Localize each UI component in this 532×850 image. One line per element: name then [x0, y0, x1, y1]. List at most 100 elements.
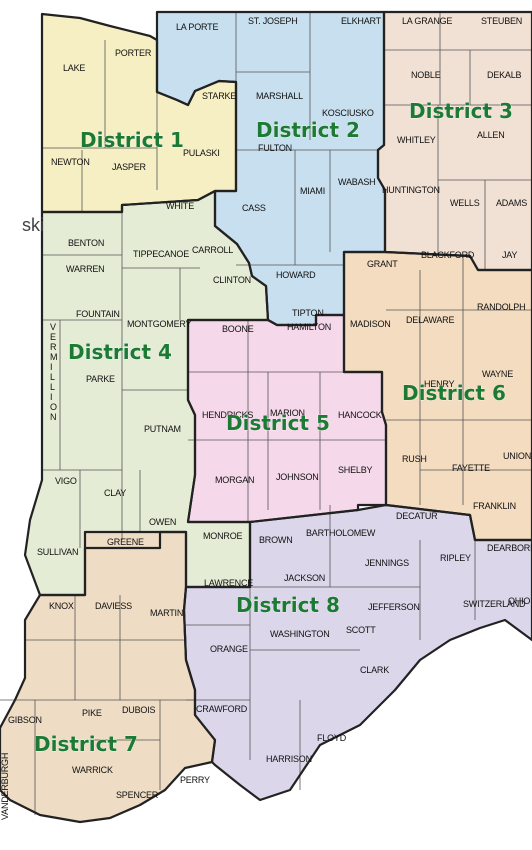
- county-label: ADAMS: [496, 198, 527, 208]
- district-2-label: District 2: [256, 118, 360, 142]
- county-label: WASHINGTON: [270, 629, 330, 639]
- district-4-region[interactable]: [25, 191, 268, 595]
- district-4-label: District 4: [68, 340, 172, 364]
- county-label: WAYNE: [482, 369, 513, 379]
- county-label: PERRY: [180, 775, 210, 785]
- district-1-label: District 1: [80, 128, 184, 152]
- county-label: JOHNSON: [276, 472, 319, 482]
- county-label: FRANKLIN: [473, 501, 516, 511]
- district-1-region[interactable]: [42, 14, 236, 212]
- district-8-label: District 8: [236, 593, 340, 617]
- county-label: FOUNTAIN: [76, 309, 120, 319]
- county-label: WHITLEY: [397, 135, 436, 145]
- county-label: HANCOCK: [338, 410, 382, 420]
- county-lines: [0, 12, 532, 815]
- county-label: LAKE: [63, 63, 85, 73]
- county-label: WARRICK: [72, 765, 113, 775]
- county-label: PIKE: [82, 708, 102, 718]
- county-label: VIGO: [55, 476, 77, 486]
- county-label: HENDRICKS: [202, 410, 253, 420]
- county-label: BROWN: [259, 535, 293, 545]
- district-labels: District 1 District 2 District 3 Distric…: [34, 99, 514, 757]
- county-label: LA GRANGE: [402, 16, 452, 26]
- county-label: SHELBY: [338, 465, 373, 475]
- county-labels: LA PORTE ST. JOSEPH ELKHART LA GRANGE ST…: [0, 16, 532, 820]
- county-label: OWEN: [149, 517, 176, 527]
- district-6-label: District 6: [402, 381, 506, 405]
- county-label: WARREN: [66, 264, 104, 274]
- district-8-region[interactable]: [184, 505, 532, 800]
- county-label: BOONE: [222, 324, 254, 334]
- county-label: BENTON: [68, 238, 104, 248]
- county-label: LA PORTE: [176, 22, 218, 32]
- county-label: ALLEN: [477, 130, 505, 140]
- county-label: CASS: [242, 203, 266, 213]
- county-label: NEWTON: [51, 157, 90, 167]
- county-label: OHIO: [508, 596, 530, 606]
- county-label: CLINTON: [213, 275, 251, 285]
- county-label: SWITZERLAND: [463, 599, 526, 609]
- county-label: BLACKFORD: [421, 250, 475, 260]
- county-label: SCOTT: [346, 625, 376, 635]
- county-label: TIPTON: [292, 308, 324, 318]
- county-label: JASPER: [112, 162, 147, 172]
- district-7-region[interactable]: [0, 532, 215, 822]
- county-label: PORTER: [115, 48, 152, 58]
- county-label: JEFFERSON: [368, 602, 420, 612]
- district-5-label: District 5: [226, 411, 330, 435]
- county-label: HAMILTON: [287, 322, 331, 332]
- county-label: MIAMI: [300, 186, 325, 196]
- county-label: DELAWARE: [406, 315, 454, 325]
- county-label: STARKE: [202, 91, 236, 101]
- county-label: CLAY: [104, 488, 126, 498]
- county-label: FULTON: [258, 143, 292, 153]
- county-label: DAVIESS: [95, 601, 132, 611]
- county-label: DUBOIS: [122, 705, 156, 715]
- county-label: FLOYD: [317, 733, 347, 743]
- county-label: LAWRENCE: [204, 578, 253, 588]
- county-label: KOSCIUSKO: [322, 108, 374, 118]
- county-label: SULLIVAN: [37, 547, 78, 557]
- district-2-region[interactable]: [157, 12, 385, 325]
- district-3-label: District 3: [409, 99, 513, 123]
- county-label: WELLS: [450, 198, 480, 208]
- county-label: FAYETTE: [452, 463, 490, 473]
- county-label: GIBSON: [8, 715, 42, 725]
- county-label: TIPPECANOE: [133, 249, 189, 259]
- county-label: WHITE: [166, 201, 194, 211]
- county-label: UNION: [503, 451, 531, 461]
- county-label: JACKSON: [284, 573, 325, 583]
- county-label: SPENCER: [116, 790, 159, 800]
- county-label: CARROLL: [192, 245, 233, 255]
- county-label: NOBLE: [411, 70, 441, 80]
- county-label: RANDOLPH: [477, 302, 525, 312]
- district-6-region[interactable]: [344, 252, 532, 540]
- county-label: STEUBEN: [481, 16, 522, 26]
- county-label: DECATUR: [396, 511, 438, 521]
- county-label: MORGAN: [215, 475, 254, 485]
- county-label: MONROE: [203, 531, 242, 541]
- county-label: RUSH: [402, 454, 427, 464]
- district-borders: [0, 10, 532, 824]
- county-label: CLARK: [360, 665, 389, 675]
- county-label: KNOX: [49, 601, 74, 611]
- county-label: MARSHALL: [256, 91, 303, 101]
- county-label: ORANGE: [210, 644, 248, 654]
- county-label: PULASKI: [183, 148, 220, 158]
- county-label: MADISON: [350, 319, 391, 329]
- county-label: MARTIN: [150, 608, 183, 618]
- district-3-region[interactable]: [378, 12, 532, 270]
- district-7-label: District 7: [34, 732, 138, 756]
- county-label: BARTHOLOMEW: [306, 528, 376, 538]
- county-label: HARRISON: [266, 754, 312, 764]
- county-label: HUNTINGTON: [382, 185, 440, 195]
- district-5-region[interactable]: [188, 315, 386, 522]
- county-label: ST. JOSEPH: [248, 16, 298, 26]
- cutoff-text-fragment: ski: [22, 215, 44, 235]
- county-label: HOWARD: [276, 270, 316, 280]
- county-label: PUTNAM: [144, 424, 181, 434]
- county-label: DEKALB: [487, 70, 522, 80]
- county-label: GRANT: [367, 259, 398, 269]
